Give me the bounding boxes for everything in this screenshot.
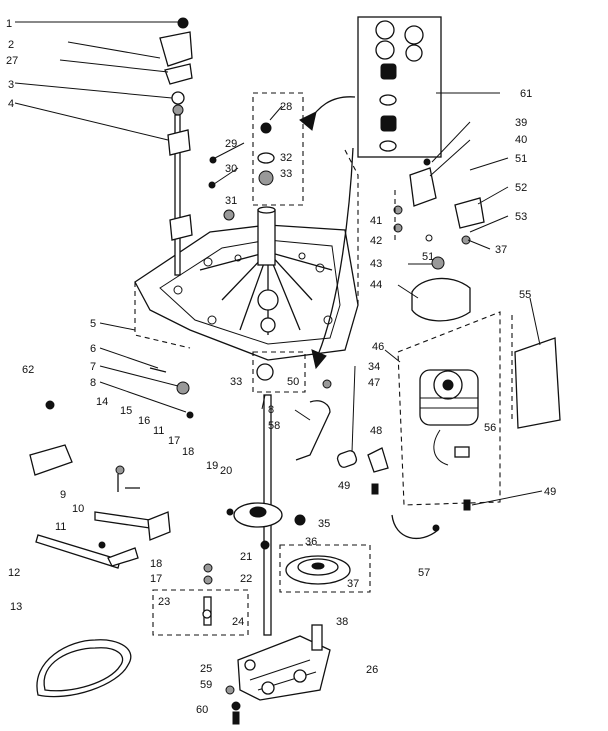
callout-29: 29 xyxy=(225,138,237,150)
washer xyxy=(294,514,306,526)
callout-21: 21 xyxy=(240,551,252,563)
motor xyxy=(397,311,501,511)
callout-33: 33 xyxy=(280,168,292,180)
callout-8-b: 8 xyxy=(268,404,274,416)
callout-27: 27 xyxy=(6,55,18,67)
callout-9: 9 xyxy=(60,489,66,501)
callout-46: 46 xyxy=(372,341,384,353)
hoses-and-belts xyxy=(295,400,440,539)
center-shaft xyxy=(226,351,306,636)
callout-37-b: 37 xyxy=(347,578,359,590)
callout-33-b: 33 xyxy=(230,376,242,388)
callout-7: 7 xyxy=(90,361,96,373)
callout-56: 56 xyxy=(484,422,496,434)
callout-labels: 1 2 27 3 4 29 30 31 28 32 33 61 39 40 51… xyxy=(6,18,556,716)
callout-44: 44 xyxy=(370,279,382,291)
callout-11: 11 xyxy=(153,425,164,437)
callout-52: 52 xyxy=(515,182,527,194)
callout-23: 23 xyxy=(158,596,170,608)
side-panel xyxy=(511,315,561,429)
callout-2: 2 xyxy=(8,39,14,51)
callout-26: 26 xyxy=(366,664,378,676)
callout-35: 35 xyxy=(318,518,330,530)
callout-38: 38 xyxy=(336,616,348,628)
callout-17: 17 xyxy=(168,435,180,447)
callout-48: 48 xyxy=(370,425,382,437)
callout-19: 19 xyxy=(206,460,218,472)
callout-37: 37 xyxy=(495,244,507,256)
gearcase xyxy=(225,624,331,725)
coupling xyxy=(152,563,249,636)
callout-57: 57 xyxy=(418,567,430,579)
callout-32: 32 xyxy=(280,152,292,164)
callout-50: 50 xyxy=(287,376,299,388)
callout-22: 22 xyxy=(240,573,252,585)
callout-53: 53 xyxy=(515,211,527,223)
callout-36: 36 xyxy=(305,536,317,548)
callout-6: 6 xyxy=(90,343,96,355)
callout-39: 39 xyxy=(515,117,527,129)
leader-lines xyxy=(14,21,543,506)
upper-tube xyxy=(252,92,304,266)
callout-60: 60 xyxy=(196,704,208,716)
diagram-artwork xyxy=(29,16,561,725)
callout-24: 24 xyxy=(232,616,244,628)
callout-18-b: 18 xyxy=(150,558,162,570)
callout-30: 30 xyxy=(225,163,237,175)
callout-40: 40 xyxy=(515,134,527,146)
callout-10: 10 xyxy=(72,503,84,515)
callout-31: 31 xyxy=(225,195,237,207)
callout-14: 14 xyxy=(96,396,108,408)
callout-17-b: 17 xyxy=(150,573,162,585)
callout-49: 49 xyxy=(338,480,350,492)
base-plate xyxy=(134,149,359,361)
left-linkage xyxy=(159,17,235,276)
callout-8: 8 xyxy=(90,377,96,389)
callout-1: 1 xyxy=(6,18,12,30)
callout-28: 28 xyxy=(280,101,292,113)
callout-51: 51 xyxy=(515,153,527,165)
kit-box xyxy=(299,16,442,370)
callout-47: 47 xyxy=(368,377,380,389)
pulley xyxy=(279,544,371,593)
callout-61: 61 xyxy=(520,88,532,100)
callout-51-b: 51 xyxy=(422,251,434,263)
callout-5: 5 xyxy=(90,318,96,330)
plug xyxy=(322,379,332,389)
drive-belt xyxy=(36,639,132,698)
brake-linkage xyxy=(29,367,194,569)
callout-16: 16 xyxy=(138,415,150,427)
callout-42: 42 xyxy=(370,235,382,247)
callout-25: 25 xyxy=(200,663,212,675)
callout-15: 15 xyxy=(120,405,132,417)
callout-3: 3 xyxy=(8,79,14,91)
callout-34: 34 xyxy=(368,361,380,373)
right-bracket xyxy=(393,158,485,322)
callout-41: 41 xyxy=(370,215,382,227)
callout-62: 62 xyxy=(22,364,34,376)
callout-11-b: 11 xyxy=(55,521,66,533)
callout-59: 59 xyxy=(200,679,212,691)
callout-13: 13 xyxy=(10,601,22,613)
callout-4: 4 xyxy=(8,98,14,110)
callout-49-b: 49 xyxy=(544,486,556,498)
callout-20: 20 xyxy=(220,465,232,477)
callout-58: 58 xyxy=(268,420,280,432)
callout-12: 12 xyxy=(8,567,20,579)
callout-18: 18 xyxy=(182,446,194,458)
callout-43: 43 xyxy=(370,258,382,270)
callout-55: 55 xyxy=(519,289,531,301)
